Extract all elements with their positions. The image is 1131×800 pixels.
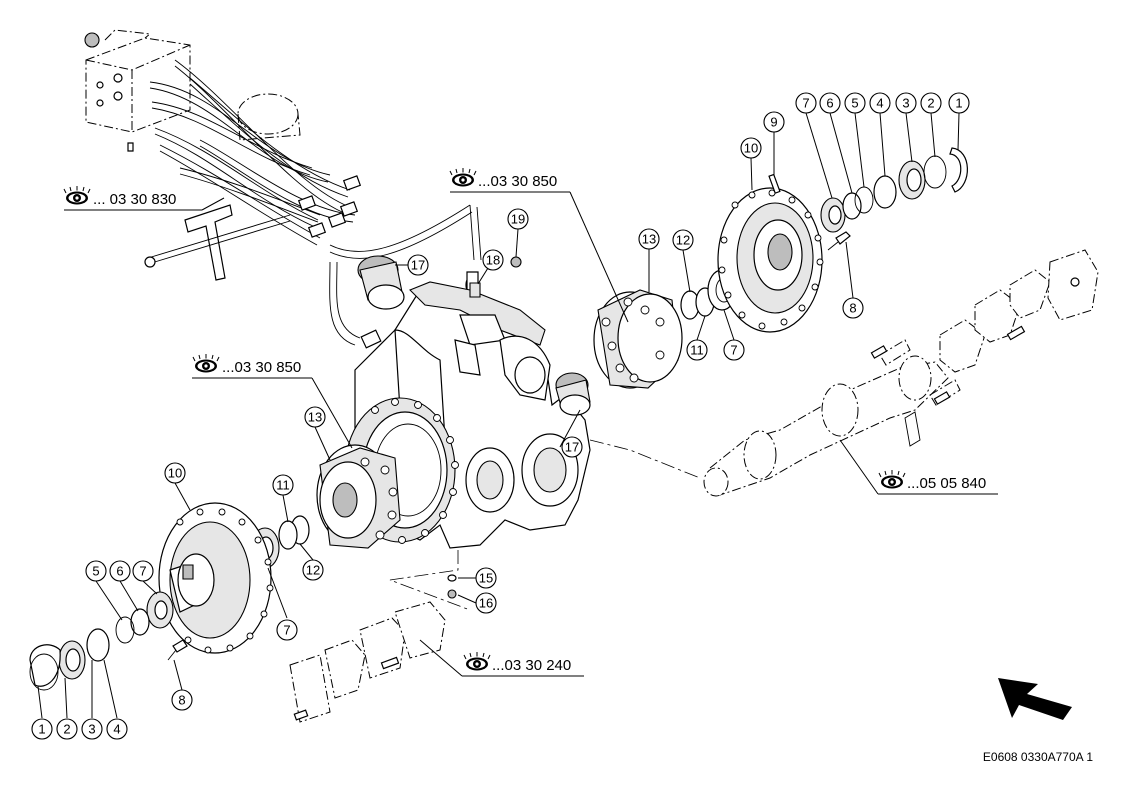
svg-text:10: 10 — [744, 141, 758, 156]
reference-text: ...05 05 840 — [907, 475, 986, 492]
reference-text: ...03 30 850 — [222, 359, 301, 376]
callout-12-right[interactable]: 12 — [672, 229, 694, 251]
svg-text:12: 12 — [306, 563, 320, 578]
reference-text: ...03 30 850 — [478, 173, 557, 190]
drive-shaft-phantom — [704, 250, 1098, 496]
svg-text:3: 3 — [88, 722, 95, 737]
svg-text:7: 7 — [802, 96, 809, 111]
svg-text:5: 5 — [92, 564, 99, 579]
reference-050505840[interactable]: ...05 05 840 — [839, 439, 998, 495]
lower-drive-shaft-phantom — [290, 602, 445, 722]
svg-text:17: 17 — [565, 440, 579, 455]
eye-icon — [463, 651, 491, 671]
callout-11-right[interactable]: 11 — [686, 339, 708, 361]
axle-housing — [345, 282, 590, 548]
svg-text:13: 13 — [642, 232, 656, 247]
eye-icon — [449, 167, 477, 187]
callout-8-right[interactable]: 8 — [842, 297, 864, 319]
callout-13-right[interactable]: 13 — [638, 228, 660, 250]
svg-text:10: 10 — [168, 466, 182, 481]
drain-plug — [448, 590, 456, 598]
callout-3-right[interactable]: 3 — [895, 92, 917, 114]
svg-text:16: 16 — [479, 596, 493, 611]
drawing — [30, 30, 1098, 722]
o-ring — [448, 575, 456, 581]
svg-text:11: 11 — [276, 478, 290, 493]
eye-icon — [878, 469, 906, 489]
svg-text:2: 2 — [927, 96, 934, 111]
bushing-upper — [358, 256, 404, 309]
left-hub-assembly — [30, 445, 400, 690]
callout-11-left[interactable]: 11 — [272, 474, 294, 496]
svg-text:1: 1 — [38, 722, 45, 737]
callout-7-right-bottom[interactable]: 7 — [723, 339, 745, 361]
callout-5-right[interactable]: 5 — [844, 92, 866, 114]
bushing-lower — [556, 373, 590, 415]
callout-6-right[interactable]: 6 — [819, 92, 841, 114]
callout-10-right[interactable]: 10 — [740, 137, 762, 159]
callout-9[interactable]: 9 — [763, 111, 785, 133]
callout-8-left[interactable]: 8 — [171, 689, 193, 711]
callout-3-left[interactable]: 3 — [81, 718, 103, 740]
callout-2-right[interactable]: 2 — [920, 92, 942, 114]
callout-5-left[interactable]: 5 — [85, 560, 107, 582]
svg-text:1: 1 — [955, 96, 962, 111]
callout-7-left-bearing[interactable]: 7 — [132, 560, 154, 582]
eye-icon — [192, 353, 220, 373]
reference-033030240[interactable]: ...03 30 240 — [419, 639, 584, 677]
callout-1-right[interactable]: 1 — [948, 92, 970, 114]
svg-text:4: 4 — [876, 96, 883, 111]
callout-15[interactable]: 15 — [475, 567, 497, 589]
grease-fitting — [511, 257, 521, 267]
reference-033030830[interactable]: ... 03 30 830 — [63, 185, 225, 211]
callout-4-right[interactable]: 4 — [869, 92, 891, 114]
callout-2-left[interactable]: 2 — [56, 718, 78, 740]
svg-text:9: 9 — [770, 115, 777, 130]
figure-code: E0608 0330A770A 1 — [982, 750, 1093, 764]
sensor — [470, 283, 480, 297]
callout-17-lower[interactable]: 17 — [561, 436, 583, 458]
right-hub-assembly — [594, 148, 967, 388]
svg-text:7: 7 — [139, 564, 146, 579]
valve-block-assembly — [85, 30, 481, 348]
callout-18[interactable]: 18 — [482, 249, 504, 271]
svg-text:4: 4 — [113, 722, 120, 737]
svg-text:6: 6 — [116, 564, 123, 579]
callout-10-left[interactable]: 10 — [164, 462, 186, 484]
svg-text:7: 7 — [283, 623, 290, 638]
direction-arrow-icon — [998, 678, 1072, 720]
callout-13-left[interactable]: 13 — [304, 406, 326, 428]
reference-text: ... 03 30 830 — [93, 191, 176, 208]
reference-033030850-left[interactable]: ...03 30 850 — [192, 353, 353, 449]
svg-text:15: 15 — [479, 571, 493, 586]
callout-4-left[interactable]: 4 — [106, 718, 128, 740]
reference-033030850-top[interactable]: ...03 30 850 — [449, 167, 629, 323]
callout-12-left[interactable]: 12 — [302, 559, 324, 581]
svg-text:18: 18 — [486, 253, 500, 268]
svg-text:6: 6 — [826, 96, 833, 111]
callout-17-upper[interactable]: 17 — [407, 254, 429, 276]
svg-text:17: 17 — [411, 258, 425, 273]
callout-7-left-hub[interactable]: 7 — [276, 619, 298, 641]
svg-text:3: 3 — [902, 96, 909, 111]
svg-text:8: 8 — [178, 693, 185, 708]
svg-text:5: 5 — [851, 96, 858, 111]
svg-text:7: 7 — [730, 343, 737, 358]
svg-text:12: 12 — [676, 233, 690, 248]
svg-text:13: 13 — [308, 410, 322, 425]
svg-text:2: 2 — [63, 722, 70, 737]
reference-text: ...03 30 240 — [492, 657, 571, 674]
callout-6-left[interactable]: 6 — [109, 560, 131, 582]
callout-7-right-top[interactable]: 7 — [795, 92, 817, 114]
eye-icon — [63, 185, 91, 205]
svg-text:11: 11 — [690, 343, 704, 358]
callout-19[interactable]: 19 — [507, 208, 529, 230]
callout-1-left[interactable]: 1 — [31, 718, 53, 740]
svg-text:8: 8 — [849, 301, 856, 316]
callout-16[interactable]: 16 — [475, 592, 497, 614]
svg-text:19: 19 — [511, 212, 525, 227]
